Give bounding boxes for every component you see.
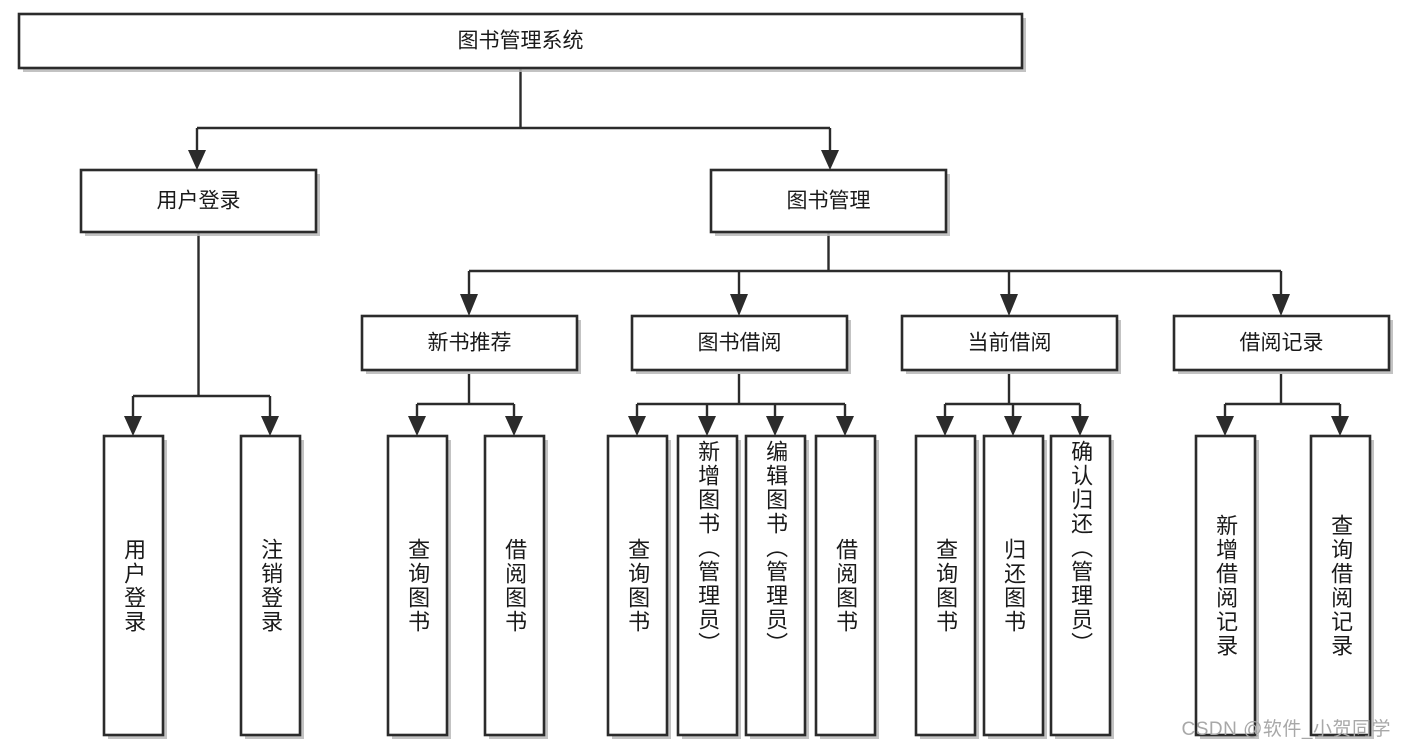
leaf-box-borrow-book-borrow[interactable] [814,434,877,737]
arrowhead-book-borrow [730,294,748,316]
node-user-login-label: 用户登录 [157,190,241,213]
node-new-book-box[interactable] [360,314,579,372]
arrowhead-book-mgmt [821,150,839,170]
arrowhead-leaf-logout [261,416,279,436]
arrowhead-currentborrow-leaf-2 [1004,416,1022,436]
leaf-box-user-login[interactable] [102,434,165,737]
arrowhead-bookborrow-leaf-4 [836,416,854,436]
leaf-box-query-book-current[interactable] [914,434,977,737]
node-current-borrow-box[interactable] [900,314,1119,372]
leaf-box-confirm-return-admin[interactable] [1049,434,1112,737]
arrowhead-newbook-leaf-1 [408,416,426,436]
arrowhead-borrowrecord-leaf-1 [1216,416,1234,436]
arrowhead-borrowrecord-leaf-2 [1331,416,1349,436]
arrowhead-bookborrow-leaf-2 [698,416,716,436]
arrowhead-leaf-user-login [124,416,142,436]
leaf-box-logout[interactable] [239,434,302,737]
node-book-mgmt-box[interactable] [709,168,948,234]
leaf-box-query-book-borrow[interactable] [606,434,669,737]
node-user-login-box[interactable] [79,168,318,234]
connector-layer [124,68,1349,436]
leaf-box-borrow-book-newbook[interactable] [483,434,546,737]
node-book-borrow-label: 图书借阅 [698,332,782,355]
arrowhead-currentborrow-leaf-3 [1071,416,1089,436]
arrowhead-newbook-leaf-2 [505,416,523,436]
arrowhead-new-book [460,294,478,316]
arrowhead-user-login [188,150,206,170]
leaf-box-query-book-newbook[interactable] [386,434,449,737]
arrowhead-borrow-record [1272,294,1290,316]
arrowhead-bookborrow-leaf-3 [766,416,784,436]
leaf-box-add-book-admin[interactable] [676,434,739,737]
root-node-label: 图书管理系统 [458,30,584,53]
arrowhead-currentborrow-leaf-1 [936,416,954,436]
leaf-box-add-borrow-record[interactable] [1194,434,1257,737]
arrowhead-bookborrow-leaf-1 [628,416,646,436]
leaf-box-edit-book-admin[interactable] [744,434,807,737]
node-book-borrow-box[interactable] [630,314,849,372]
node-new-book-label: 新书推荐 [428,332,512,355]
root-node-box[interactable] [17,12,1024,70]
arrowhead-current-borrow [1000,294,1018,316]
node-current-borrow-label: 当前借阅 [968,332,1052,355]
leaf-box-return-book[interactable] [982,434,1045,737]
csdn-watermark: CSDN @软件_小贺同学 [1181,719,1391,740]
node-book-mgmt-label: 图书管理 [787,190,871,213]
node-borrow-record-label: 借阅记录 [1240,332,1324,355]
leaf-box-query-borrow-record[interactable] [1309,434,1372,737]
node-borrow-record-box[interactable] [1172,314,1391,372]
node-layer: 图书管理系统 用户登录 图书管理 新书推荐 图书借阅 当前借阅 [17,12,1393,739]
